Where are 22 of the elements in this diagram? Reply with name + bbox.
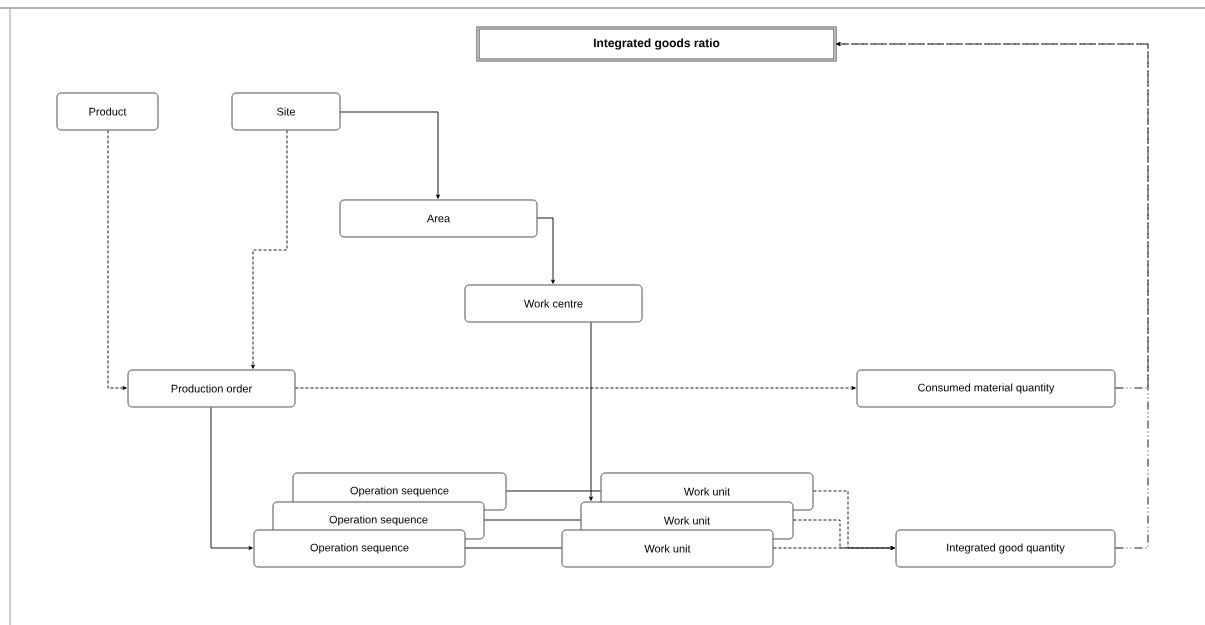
process-box: Consumed material quantity <box>856 369 1116 408</box>
process-box: Area <box>339 199 538 238</box>
connector <box>107 130 127 390</box>
connector <box>340 111 440 199</box>
connector <box>210 407 253 550</box>
process-box: Product <box>56 92 159 131</box>
connector <box>506 490 601 492</box>
process-box: Work centre <box>464 284 643 323</box>
connector <box>836 42 1149 549</box>
connector <box>251 130 288 369</box>
connector <box>465 547 562 549</box>
process-box: Work unit <box>561 529 774 568</box>
connector <box>589 322 593 501</box>
connector <box>537 217 555 284</box>
connector <box>484 519 581 521</box>
process-box: Integrated good quantity <box>895 529 1116 568</box>
title-box: Integrated goods ratio <box>476 26 837 62</box>
process-box: Site <box>231 92 341 131</box>
connector <box>295 386 856 390</box>
process-box: Operation sequence <box>253 529 466 568</box>
connector <box>773 546 895 550</box>
process-box: Production order <box>127 369 296 408</box>
